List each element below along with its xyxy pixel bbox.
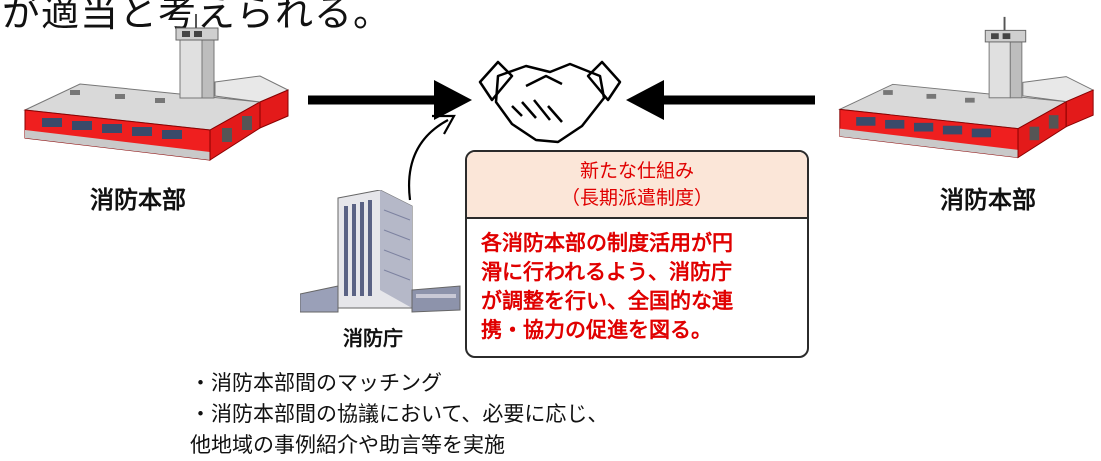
box-body-line: 携・協力の促進を図る。	[481, 318, 712, 342]
fire-station-icon	[20, 10, 292, 175]
fire-station-icon	[835, 10, 1097, 175]
government-building-icon	[299, 189, 470, 315]
bullet-item: ・消防本部間の協議において、必要に応じ、	[190, 402, 609, 426]
box-title-line1: 新たな仕組み	[579, 160, 694, 182]
arrow-icon	[626, 80, 815, 120]
connection-diagram	[300, 50, 830, 210]
bullet-item: 他地域の事例紹介や助言等を実施	[190, 433, 505, 457]
agency-label: 消防庁	[343, 326, 403, 350]
box-header: 新たな仕組み （長期派遣制度）	[467, 152, 807, 219]
box-body-line: 滑に行われるよう、消防庁	[481, 260, 732, 284]
left-station-label: 消防本部	[90, 186, 186, 214]
handshake-icon	[478, 60, 622, 144]
box-body: 各消防本部の制度活用が円 滑に行われるよう、消防庁 が調整を行い、全国的な連 携…	[467, 219, 807, 345]
bullet-item: ・消防本部間のマッチング	[190, 371, 442, 395]
bullet-list: ・消防本部間のマッチング ・消防本部間の協議において、必要に応じ、 他地域の事例…	[190, 368, 608, 461]
box-body-line: 各消防本部の制度活用が円	[481, 231, 733, 255]
new-system-box: 新たな仕組み （長期派遣制度） 各消防本部の制度活用が円 滑に行われるよう、消防…	[465, 150, 809, 358]
right-station-label: 消防本部	[940, 186, 1036, 214]
box-title-line2: （長期派遣制度）	[560, 187, 713, 209]
box-body-line: が調整を行い、全国的な連	[481, 289, 733, 313]
arrow-icon	[308, 80, 472, 120]
